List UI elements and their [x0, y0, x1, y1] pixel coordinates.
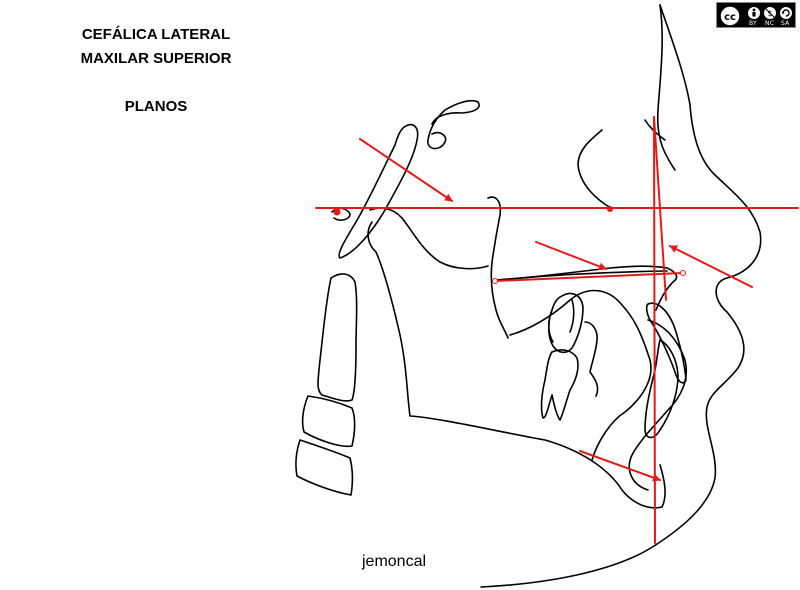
license-label-by: BY: [749, 20, 757, 27]
vertebra-c4-outline: [295, 439, 354, 496]
upper-incisor-outline: [645, 302, 687, 384]
point-orbitale: [607, 206, 613, 212]
svg-text:cc: cc: [724, 12, 736, 23]
license-badge[interactable]: cc $ BY NC SA: [716, 2, 796, 28]
license-label-nc: NC: [765, 20, 775, 27]
point-pns: [492, 278, 498, 284]
symphysis-outline: [628, 319, 687, 491]
pterygoid-outline: [487, 196, 509, 339]
title-line-1: CEFÁLICA LATERAL: [81, 26, 231, 43]
vertebra-c2-outline: [317, 273, 358, 402]
vertebra-c3-outline: [301, 395, 356, 448]
palatal-plane: [494, 272, 684, 282]
cranial-base-outline: [369, 207, 489, 270]
nc-icon: $: [763, 6, 777, 20]
by-icon: [747, 6, 761, 20]
facial-profile-outline: [480, 4, 762, 588]
point-ans: [680, 270, 686, 276]
title-line-3: PLANOS: [124, 98, 188, 115]
author-credit: jemoncal: [362, 553, 427, 570]
sella-outline: [338, 123, 419, 259]
sa-icon: [779, 6, 793, 20]
arrow-anterior-nasal-spine: [669, 245, 753, 288]
point-porion: [333, 208, 341, 216]
ramus-outline: [367, 221, 666, 509]
nasion-incisor-line: [653, 116, 667, 301]
mandible-inner-outline: [509, 289, 652, 461]
palatal-outline: [496, 270, 668, 281]
title-line-2: MAXILAR SUPERIOR: [80, 50, 232, 67]
arrow-palatal-plane: [535, 241, 607, 271]
orbit-outline: [577, 129, 612, 209]
clinoid-outline: [427, 99, 480, 150]
vertical-reference-plane: [653, 116, 656, 544]
lower-incisor-outline: [644, 339, 679, 439]
license-label-sa: SA: [781, 20, 790, 27]
arrow-frankfort: [359, 138, 453, 202]
upper-molar-outline: [547, 292, 584, 354]
upper-molar-root-outline: [547, 299, 575, 343]
cc-icon: cc: [719, 5, 741, 27]
premolar-outline: [584, 321, 599, 397]
arrow-menton: [579, 450, 661, 482]
nasal-bone-outline: [656, 4, 676, 171]
lower-molar-outline: [540, 349, 579, 421]
